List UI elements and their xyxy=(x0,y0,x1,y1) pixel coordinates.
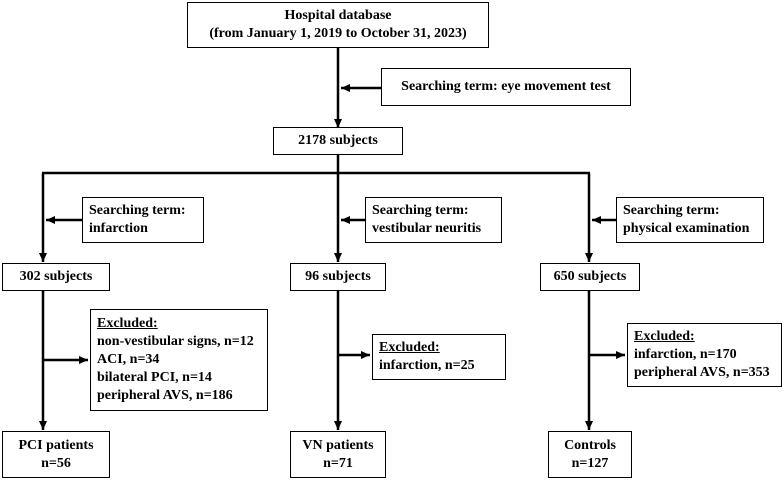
search-ctrl-line2: physical examination xyxy=(623,221,750,236)
database-title: Hospital database xyxy=(284,8,392,23)
search-pci-line2: infarction xyxy=(89,221,148,236)
ctrl-subjects-text: 650 subjects xyxy=(553,269,627,284)
pci-final-line1: PCI patients xyxy=(18,437,94,453)
search-vn-line1: Searching term: xyxy=(372,203,469,218)
pci-final-box: PCI patients n=56 xyxy=(2,431,110,478)
vn-excluded-box: Excluded: infarction, n=25 xyxy=(372,334,506,380)
vn-excluded-item: infarction, n=25 xyxy=(379,358,475,373)
pci-excluded-box: Excluded: non-vestibular signs, n=12 ACI… xyxy=(90,309,268,411)
total-subjects-box: 2178 subjects xyxy=(273,127,403,155)
pci-final-line2: n=56 xyxy=(41,455,71,471)
vn-final-line2: n=71 xyxy=(323,455,353,471)
ctrl-excluded-item: infarction, n=170 xyxy=(634,347,737,362)
pci-subjects-box: 302 subjects xyxy=(2,263,110,291)
search-ctrl-line1: Searching term: xyxy=(623,203,720,218)
total-subjects-text: 2178 subjects xyxy=(298,133,378,148)
search-vn-box: Searching term: vestibular neuritis xyxy=(365,197,502,243)
ctrl-excluded-item: peripheral AVS, n=353 xyxy=(634,365,770,380)
database-box: Hospital database (from January 1, 2019 … xyxy=(187,2,489,48)
vn-final-box: VN patients n=71 xyxy=(290,431,386,478)
search-pci-line1: Searching term: xyxy=(89,203,186,218)
pci-excluded-item: bilateral PCI, n=14 xyxy=(97,370,212,385)
search-ctrl-box: Searching term: physical examination xyxy=(616,197,764,243)
pci-excluded-heading: Excluded: xyxy=(97,316,158,331)
search-main-text: Searching term: eye movement test xyxy=(401,79,611,94)
ctrl-final-line1: Controls xyxy=(564,437,616,453)
ctrl-excluded-box: Excluded: infarction, n=170 peripheral A… xyxy=(627,323,782,387)
ctrl-final-line2: n=127 xyxy=(571,455,609,471)
pci-excluded-item: non-vestibular signs, n=12 xyxy=(97,334,254,349)
pci-excluded-item: peripheral AVS, n=186 xyxy=(97,388,233,403)
pci-excluded-item: ACI, n=34 xyxy=(97,352,160,367)
vn-excluded-heading: Excluded: xyxy=(379,340,440,355)
search-vn-line2: vestibular neuritis xyxy=(372,221,482,236)
vn-subjects-text: 96 subjects xyxy=(305,269,371,284)
ctrl-subjects-box: 650 subjects xyxy=(540,263,640,291)
pci-subjects-text: 302 subjects xyxy=(19,269,93,284)
ctrl-final-box: Controls n=127 xyxy=(548,431,632,478)
database-subtitle: (from January 1, 2019 to October 31, 202… xyxy=(209,26,467,41)
ctrl-excluded-heading: Excluded: xyxy=(634,329,695,344)
vn-subjects-box: 96 subjects xyxy=(290,263,386,291)
search-pci-box: Searching term: infarction xyxy=(82,197,204,243)
vn-final-line1: VN patients xyxy=(302,437,374,453)
search-main-box: Searching term: eye movement test xyxy=(381,68,631,106)
